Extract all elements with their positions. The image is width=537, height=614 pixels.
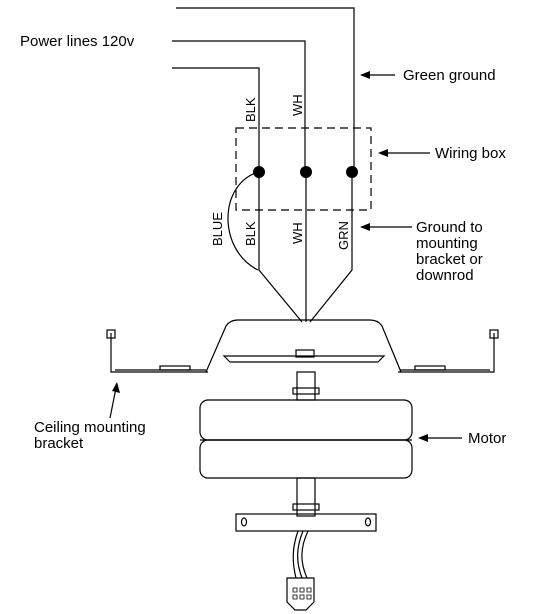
grn-wire-lower [309,172,353,323]
bracket-left-screw [106,329,116,339]
bracket-hole-left [240,517,248,527]
wire-label-blk-top: BLK [243,97,258,122]
bracket-hole-right [364,517,372,527]
lower-assembly [235,477,377,532]
wiring-box-label: Wiring box [435,145,506,162]
bracket-left-arm [110,333,208,373]
ceiling-bracket-arrow-line [109,387,117,419]
bracket-right-screw [489,329,499,339]
power-lines-label: Power lines 120v [20,33,135,50]
wiring-harness [286,530,315,611]
ground-bracket-label-4: downrod [416,267,474,284]
downrod-upper [296,371,316,401]
motor-housing-bottom [199,439,413,479]
green-ground-label: Green ground [403,67,496,84]
bracket-right-arm [398,333,495,373]
ceiling-bracket-label-2: bracket [34,435,84,452]
lower-collar [292,503,320,511]
bracket-tab-right [414,365,446,371]
connector-body [286,577,315,611]
ceiling-bracket-arrowhead [112,382,120,393]
downrod-collar [292,387,320,395]
downrod [292,371,320,401]
harness-cable-c [301,530,309,579]
power-line-top [172,40,306,170]
ceiling-mounting-bracket [106,329,499,373]
wire-label-blk-bottom: BLK [243,221,258,246]
blk-wire-lower [258,172,303,323]
wire-label-wh-bottom: WH [290,222,305,244]
motor-housing-top [199,399,413,441]
motor-label: Motor [468,430,506,447]
bracket-tab-left [159,365,191,371]
canopy-body [205,319,402,373]
canopy-nut [295,349,315,358]
supply-wires [172,7,355,170]
motor-arrowhead [418,434,428,442]
harness-cable-b [297,530,304,579]
wire-label-blue: BLUE [210,212,225,246]
ground-bracket-arrowhead [360,223,370,231]
canopy-inner [222,355,386,363]
ground-bracket-label-2: mounting [416,235,478,252]
wire-labels: BLK WH BLUE BLK WH GRN [210,94,351,250]
callout-labels: Power lines 120v Green ground Wiring box… [20,33,506,452]
power-line-bottom [172,67,260,170]
motor [199,399,413,479]
wiring-box [235,127,372,211]
switch-housing-bracket [235,513,377,532]
wire-label-wh-top: WH [290,94,305,116]
ground-bracket-label-3: bracket or [416,251,483,268]
harness-cable-a [292,530,299,579]
green-ground-arrowhead [360,71,370,79]
lower-shaft [296,477,316,517]
ceiling-bracket-label-1: Ceiling mounting [34,419,146,436]
harness-connector [286,577,315,611]
connector-slots [292,587,312,600]
blue-wire [227,171,259,271]
fan-wires [227,171,353,323]
wiring-box-arrowhead [378,149,388,157]
callout-arrows [109,71,462,442]
canopy [205,319,402,373]
ground-bracket-label-1: Ground to [416,219,483,236]
ground-wire [176,7,355,170]
wire-label-grn: GRN [336,221,351,250]
